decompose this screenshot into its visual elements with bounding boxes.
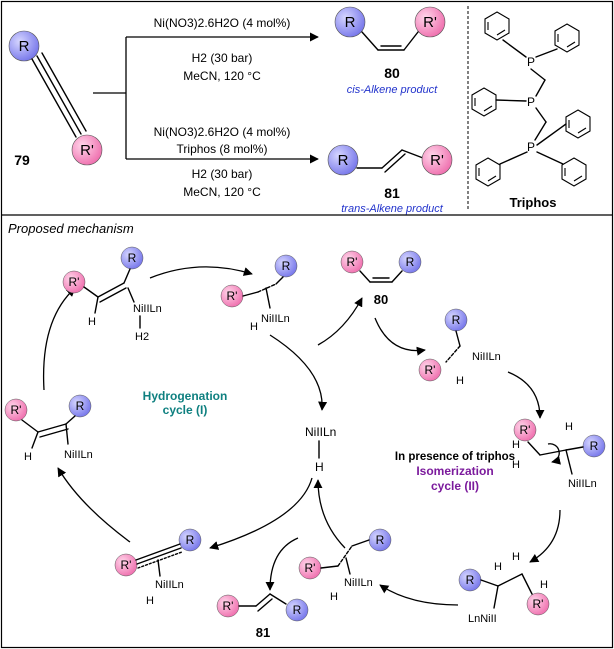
svg-text:R': R' [520, 423, 531, 437]
svg-text:NiIILn: NiIILn [568, 478, 597, 490]
vinyl-ni-complex: R' R H NiIILn [4, 394, 93, 463]
trans-product-label: trans-Alkene product [341, 203, 443, 215]
svg-text:R': R' [305, 561, 316, 575]
svg-text:R: R [293, 603, 302, 617]
svg-text:R: R [452, 313, 461, 327]
svg-text:R: R [376, 533, 385, 547]
svg-text:H: H [250, 321, 258, 333]
ni-trans-alkene-complex: R' R NiIILn H [298, 528, 392, 603]
svg-text:R: R [345, 14, 356, 31]
svg-text:H: H [330, 591, 338, 603]
svg-text:MeCN, 120 °C: MeCN, 120 °C [183, 69, 261, 83]
compound-81-label: 81 [384, 185, 400, 201]
alkyne-79: R R' 79 [8, 30, 103, 168]
svg-text:R': R' [121, 558, 132, 572]
trans-alkene-81: R R' 81 trans-Alkene product [327, 144, 453, 215]
svg-text:R: R [282, 259, 291, 273]
svg-text:NiIILn: NiIILn [472, 351, 501, 363]
svg-text:H: H [512, 551, 520, 563]
alkyne-ni-complex: R R' NiIILn H [114, 528, 202, 607]
svg-text:P: P [527, 95, 535, 109]
svg-text:Triphos (8 mol%): Triphos (8 mol%) [177, 142, 268, 156]
svg-text:H2: H2 [135, 331, 149, 343]
svg-text:In presence of triphos: In presence of triphos [395, 451, 515, 463]
svg-text:H: H [494, 561, 502, 573]
svg-text:80: 80 [374, 292, 388, 307]
svg-text:NiIILn: NiIILn [155, 579, 184, 591]
svg-text:MeCN, 120 °C: MeCN, 120 °C [183, 185, 261, 199]
svg-text:R': R' [223, 599, 234, 613]
svg-text:cycle (I): cycle (I) [163, 403, 208, 417]
conditions-1: Ni(NO3)2.6H2O (4 mol%) H2 (30 bar) MeCN,… [154, 16, 291, 83]
triphos-label: Triphos [510, 195, 557, 210]
trans-product-81-mech: R' R 81 [216, 593, 309, 640]
triphos-structure: P P P Triphos [471, 11, 591, 210]
svg-text:R: R [466, 573, 475, 587]
isomerization-arrows [265, 317, 561, 606]
ni-alkene-complex: R' R NiIILn H [220, 254, 298, 333]
hydrogenation-arrows [42, 266, 363, 550]
svg-text:LnNiII: LnNiII [468, 613, 497, 625]
reaction-arrows [93, 32, 319, 164]
svg-text:H: H [565, 421, 573, 433]
svg-text:R': R' [425, 363, 436, 377]
svg-text:R: R [186, 533, 195, 547]
svg-text:NiIILn: NiIILn [305, 425, 336, 439]
svg-text:Ni(NO3)2.6H2O (4 mol%): Ni(NO3)2.6H2O (4 mol%) [154, 16, 291, 30]
svg-text:R': R' [533, 597, 544, 611]
conditions-2: Ni(NO3)2.6H2O (4 mol%) Triphos (8 mol%) … [154, 125, 291, 199]
svg-text:R': R' [423, 14, 437, 31]
svg-text:R': R' [430, 152, 444, 169]
svg-text:R: R [406, 255, 415, 269]
svg-text:R': R' [69, 275, 80, 289]
cis-product-label: cis-Alkene product [347, 84, 438, 96]
svg-text:NiIILn: NiIILn [64, 449, 93, 461]
compound-79-label: 79 [14, 152, 30, 168]
svg-text:H: H [456, 375, 464, 387]
svg-text:P: P [527, 55, 535, 69]
svg-text:H2 (30 bar): H2 (30 bar) [192, 51, 253, 65]
svg-text:H: H [88, 316, 96, 328]
isomerization-cycle-label: In presence of triphos Isomerization cyc… [395, 451, 515, 493]
alkyl-ni-rotamer: R' R H H H NiIILn [512, 418, 606, 490]
svg-text:R': R' [227, 289, 238, 303]
mechanism-title: Proposed mechanism [8, 221, 134, 236]
svg-text:H: H [540, 579, 548, 591]
svg-text:R': R' [11, 403, 22, 417]
svg-text:R': R' [80, 142, 94, 159]
svg-text:H: H [24, 451, 32, 463]
svg-text:R: R [128, 251, 137, 265]
alkyl-ni-complex: R R' H H H LnNiII [458, 551, 550, 625]
svg-text:R: R [76, 399, 85, 413]
svg-text:81: 81 [256, 625, 270, 640]
svg-text:Isomerization: Isomerization [416, 464, 493, 478]
cis-product-80-mech: R' R 80 [340, 250, 422, 307]
svg-text:NiIILn: NiIILn [344, 577, 373, 589]
ni-alkene-complex-iso: R R' NiIILn H [418, 308, 501, 387]
compound-80-label: 80 [384, 65, 400, 81]
svg-text:H: H [315, 460, 324, 474]
svg-text:P: P [527, 140, 535, 154]
svg-text:R: R [338, 152, 349, 169]
svg-text:H: H [512, 459, 520, 471]
svg-text:H2 (30 bar): H2 (30 bar) [192, 167, 253, 181]
cis-alkene-80: R R' 80 cis-Alkene product [334, 6, 446, 96]
hydrogenation-cycle-label: Hydrogenation cycle (I) [143, 389, 228, 417]
svg-text:Ni(NO3)2.6H2O (4 mol%): Ni(NO3)2.6H2O (4 mol%) [154, 125, 291, 139]
svg-text:cycle (II): cycle (II) [431, 479, 479, 493]
svg-text:NiIILn: NiIILn [261, 313, 290, 325]
ni-hydride-catalyst: NiIILn H [305, 425, 336, 474]
svg-text:H: H [512, 439, 520, 451]
svg-text:R: R [590, 439, 599, 453]
svg-text:R': R' [347, 255, 358, 269]
svg-text:R: R [19, 38, 30, 55]
svg-text:H: H [146, 595, 154, 607]
svg-text:Hydrogenation: Hydrogenation [143, 389, 228, 403]
svg-text:NiIILn: NiIILn [133, 303, 162, 315]
vinyl-ni-h2-complex: R' R H NiIILn H2 [62, 246, 162, 343]
